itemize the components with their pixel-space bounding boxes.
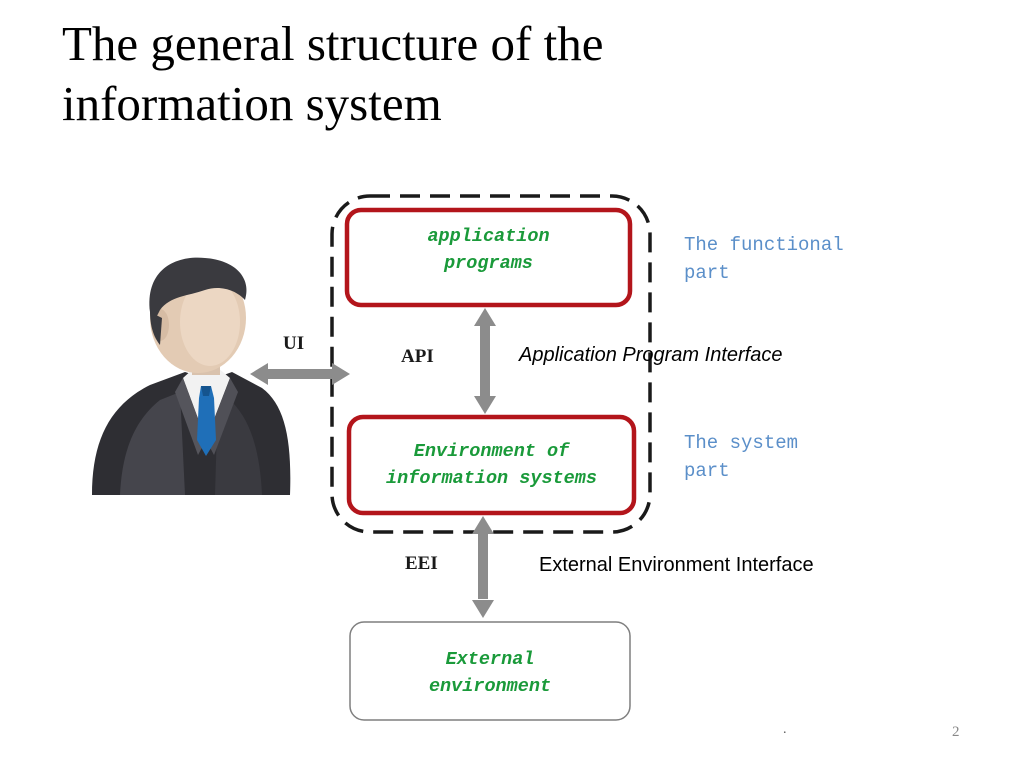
external-environment-label: External environment — [350, 646, 630, 700]
environment-line-2: information systems — [349, 465, 634, 492]
ui-arrow — [250, 363, 350, 385]
application-programs-label: application programs — [347, 223, 630, 277]
application-line-1: application — [347, 223, 630, 250]
eei-description: External Environment Interface — [539, 554, 814, 577]
environment-label: Environment of information systems — [349, 438, 634, 492]
ui-tag: UI — [283, 333, 304, 355]
eei-tag: EEI — [405, 553, 438, 575]
page-number: 2 — [952, 724, 960, 741]
system-line-1: The system — [684, 429, 798, 457]
application-line-2: programs — [347, 250, 630, 277]
api-description: Application Program Interface — [519, 344, 782, 367]
api-arrow — [474, 308, 496, 414]
functional-part-label: The functional part — [684, 231, 844, 287]
external-line-1: External — [350, 646, 630, 673]
system-line-2: part — [684, 457, 798, 485]
system-part-label: The system part — [684, 429, 798, 485]
footer-dot: . — [783, 722, 787, 738]
api-tag: API — [401, 346, 434, 368]
environment-line-1: Environment of — [349, 438, 634, 465]
functional-line-1: The functional — [684, 231, 844, 259]
eei-arrow — [472, 516, 494, 618]
functional-line-2: part — [684, 259, 844, 287]
external-line-2: environment — [350, 673, 630, 700]
